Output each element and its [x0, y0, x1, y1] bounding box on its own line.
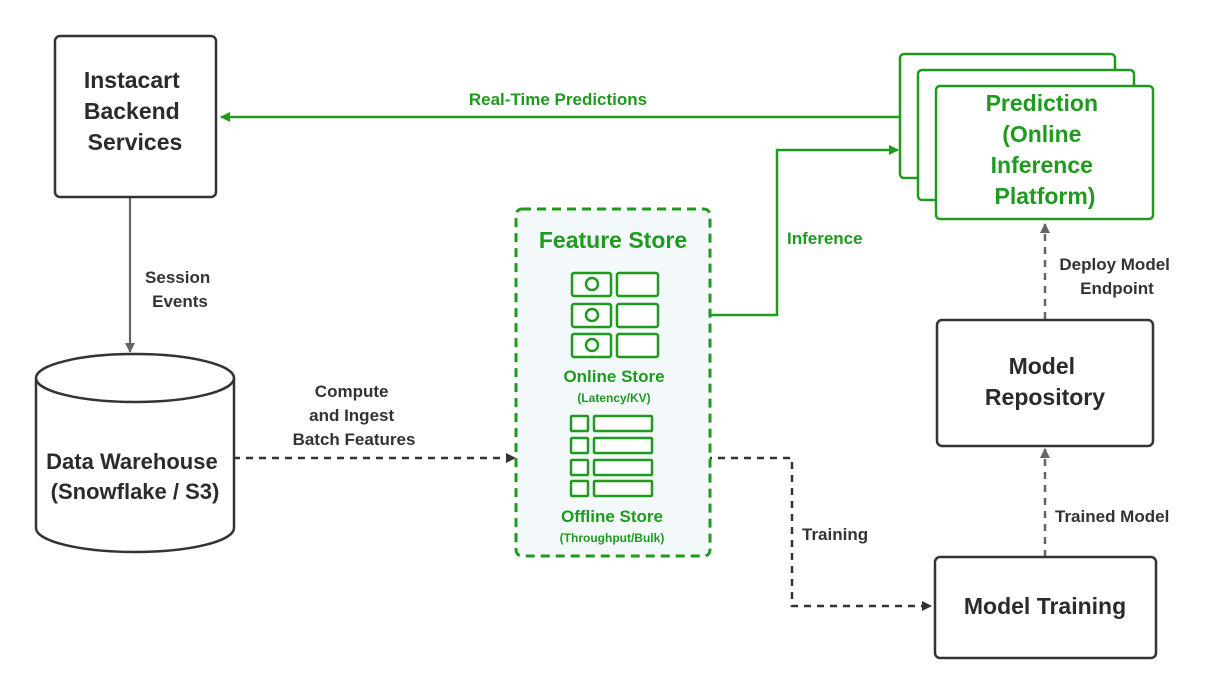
offline-store-note: (Throughput/Bulk) [560, 531, 665, 545]
node-backend-services: Instacart Backend Services [53, 34, 218, 199]
feature-store-title: Feature Store [539, 227, 687, 253]
edge-inference [658, 145, 899, 317]
edge-label-session-events: Session Events [145, 268, 215, 311]
edge-label-training: Training [802, 525, 868, 544]
edge-training [653, 456, 932, 611]
edge-label-deploy-model: Deploy Model Endpoint [1059, 255, 1174, 298]
svg-text:Instacart Backend: Instacart Backend Services [84, 67, 186, 155]
online-store-icon [570, 271, 660, 359]
online-store-note: (Latency/KV) [577, 391, 650, 405]
edge-label-trained-model: Trained Model [1055, 507, 1169, 526]
edge-label-compute-ingest: Compute and Ingest Batch Features [293, 382, 416, 449]
offline-store-icon [569, 414, 654, 498]
node-feature-store: Feature Store Online Store (Latency/KV) [514, 207, 712, 558]
svg-text:Data Warehouse (Snowflak: Data Warehouse (Snowflake / S3) [46, 449, 224, 504]
svg-text:Model Training: Model Training [964, 593, 1126, 619]
online-store-label: Online Store [563, 367, 664, 386]
svg-text:Model Repository: Model Repository [985, 353, 1105, 410]
node-prediction-platform: Prediction (Online Inference Platform) [898, 52, 1155, 221]
svg-text:Prediction (Online: Prediction (Online Inference Platform) [986, 90, 1105, 209]
edge-label-inference: Inference [787, 229, 863, 248]
node-data-warehouse: Data Warehouse (Snowflake / S3) [34, 352, 236, 554]
node-model-repository: Model Repository [935, 318, 1155, 448]
node-model-training: Model Training [933, 555, 1158, 660]
edge-label-real-time-predictions: Real-Time Predictions [469, 90, 647, 109]
offline-store-label: Offline Store [561, 507, 663, 526]
